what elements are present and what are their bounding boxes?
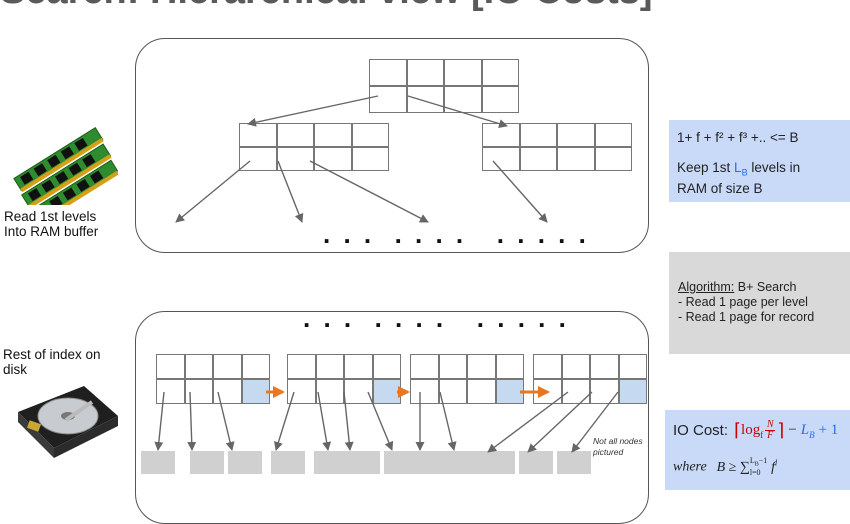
sibling-pointer-cell	[618, 379, 647, 404]
key-cell	[351, 123, 389, 147]
keep-levels-text: Keep 1st LB levels in	[677, 160, 801, 178]
data-page	[314, 451, 380, 474]
sibling-pointer-cell	[372, 379, 401, 404]
pointer-cell	[276, 147, 314, 171]
ram-sticks-icon	[13, 127, 118, 205]
page-title: Search: Hierarchical view [IO Costs]	[0, 0, 850, 13]
pointer-cell	[406, 86, 444, 113]
sibling-pointer-cell	[241, 379, 270, 404]
sibling-pointer-cell	[495, 379, 524, 404]
pointer-cell	[239, 147, 277, 171]
key-cell	[519, 123, 557, 147]
leaf-node	[410, 354, 524, 404]
ram-label: Read 1st levels Into RAM buffer	[4, 209, 99, 239]
data-page	[384, 451, 515, 474]
pointer-cell	[481, 86, 519, 113]
io-cost-box: IO Cost: ⌈ logf N F ⌉ − LB + 1 where B ≥…	[665, 410, 850, 490]
leaf-node	[533, 354, 647, 404]
not-all-nodes-note: Not all nodes pictured	[593, 436, 643, 457]
key-cell	[276, 123, 314, 147]
key-cell	[557, 123, 595, 147]
levels-in-ram-box: 1+ f + f² + f³ +.. <= B Keep 1st LB leve…	[669, 120, 850, 202]
bottom-ellipsis: . . . . . . . . . . . .	[303, 303, 569, 333]
root-node	[369, 59, 519, 113]
io-cost-formula: IO Cost: ⌈ logf N F ⌉ − LB + 1	[673, 419, 839, 441]
hard-disk-icon	[18, 386, 118, 458]
pointer-cell	[557, 147, 595, 171]
data-page	[141, 451, 175, 474]
algorithm-box: Algorithm: B+ Search - Read 1 page per l…	[669, 252, 850, 354]
top-ellipsis: . . . . . . . . . . . .	[323, 219, 589, 249]
data-page	[271, 451, 305, 474]
key-cell	[444, 59, 482, 86]
pointer-cell	[519, 147, 557, 171]
disk-tree-panel	[135, 311, 649, 524]
key-cell	[481, 59, 519, 86]
key-cell	[594, 123, 632, 147]
key-cell	[239, 123, 277, 147]
leaf-node	[287, 354, 401, 404]
data-page	[228, 451, 262, 474]
data-page	[519, 451, 553, 474]
inner-node-left	[239, 123, 389, 171]
key-cell	[406, 59, 444, 86]
pointer-cell	[594, 147, 632, 171]
inner-node-right	[482, 123, 632, 171]
pointer-cell	[482, 147, 520, 171]
pointer-cell	[369, 86, 407, 113]
algorithm-title: Algorithm: B+ Search	[678, 280, 797, 294]
disk-label: Rest of index on disk	[3, 347, 101, 377]
fanout-formula: 1+ f + f² + f³ +.. <= B	[677, 130, 799, 145]
pointer-cell	[351, 147, 389, 171]
data-page	[557, 451, 591, 474]
data-page	[190, 451, 224, 474]
leaf-node	[156, 354, 270, 404]
key-cell	[369, 59, 407, 86]
key-cell	[314, 123, 352, 147]
